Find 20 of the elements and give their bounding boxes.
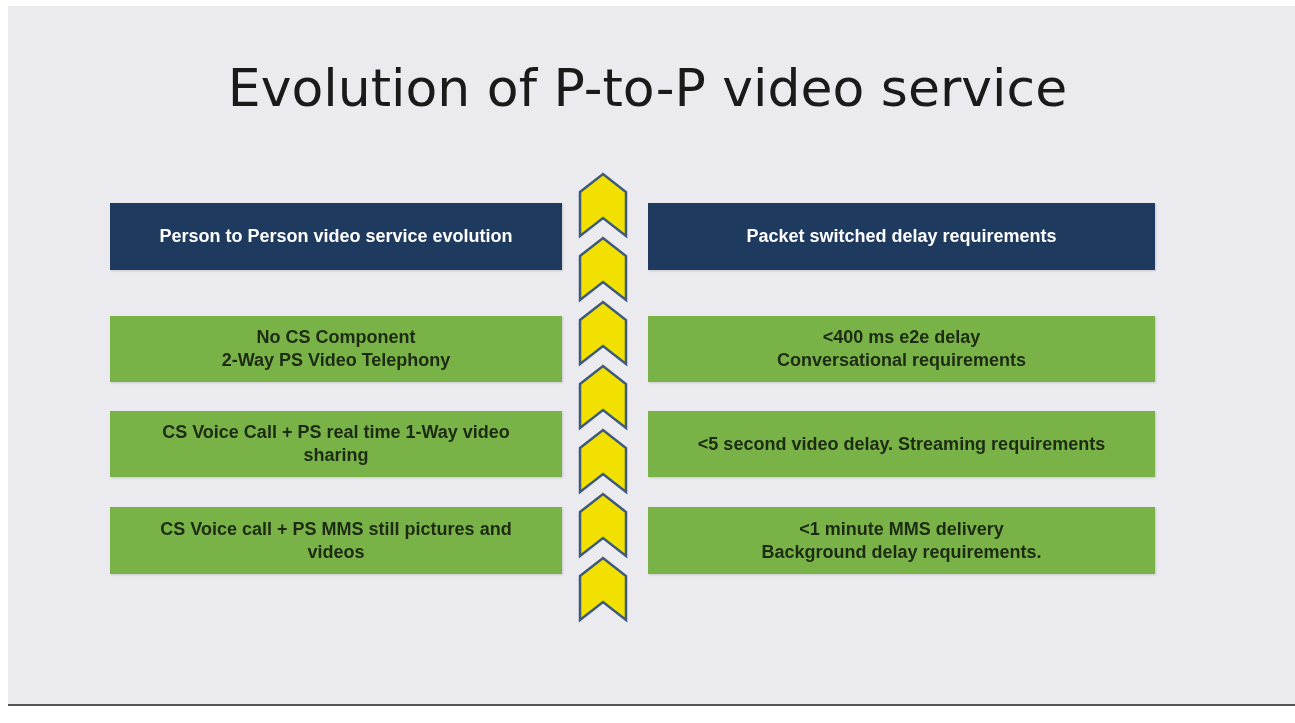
item-box xyxy=(110,411,562,477)
box-text: 2-Way PS Video Telephony xyxy=(221,349,451,372)
item-box xyxy=(110,316,562,382)
box-text: Background delay requirements. xyxy=(761,540,1042,564)
box-text: <1 minute MMS delivery xyxy=(799,517,1004,541)
title: Evolution of P-to-P video service xyxy=(226,58,1069,118)
item-box xyxy=(648,507,1155,574)
box-text: <400 ms e2e delay xyxy=(822,326,981,349)
box-text: Person to Person video service evolution xyxy=(159,225,513,248)
item-box xyxy=(648,316,1155,382)
header-box xyxy=(110,203,562,270)
box-text: Packet switched delay requirements xyxy=(746,225,1057,248)
box-text: CS Voice Call + PS real time 1-Way video sharing xyxy=(161,421,511,467)
box-text: <5 second video delay. Streaming requirements xyxy=(697,432,1106,456)
header-box xyxy=(648,203,1155,270)
item-box xyxy=(648,411,1155,477)
box-text: CS Voice call + PS MMS still pictures and videos xyxy=(159,517,513,564)
box-text: No CS Component xyxy=(256,326,416,349)
item-box xyxy=(110,507,562,574)
box-text: Conversational requirements xyxy=(776,349,1027,372)
